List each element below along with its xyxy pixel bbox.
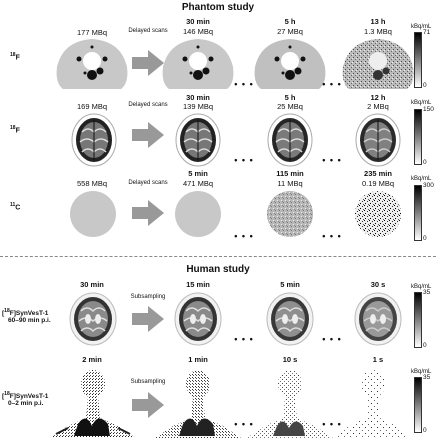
human-row2-initial-time: 2 min — [82, 355, 102, 364]
row3-colorbar-min: 0 — [423, 235, 427, 242]
human-row2-frame2-body-image — [247, 370, 333, 438]
human-row1-colorbar-max: 35 — [423, 289, 431, 296]
human-row2-frame3-body-image — [335, 370, 411, 438]
row1-frame3-activity: 1.3 MBq — [364, 27, 392, 36]
row1-colorbar-max: 71 — [423, 29, 431, 36]
row2-frame1-activity: 139 MBq — [182, 102, 214, 111]
row3-colorbar — [414, 185, 422, 241]
human-row2-ellipsis-2: • • • — [322, 419, 342, 429]
row2-arrow-label: Delayed scans — [128, 102, 168, 108]
row3-arrow-icon — [132, 200, 164, 226]
human-row1-initial-brain-image — [69, 292, 117, 346]
row1-arrow-label: Delayed scans — [128, 28, 168, 34]
human-row2-arrow-label: Subsampling — [130, 379, 166, 385]
section-divider — [0, 256, 436, 257]
human-row1-frame2-time: 5 min — [280, 280, 300, 289]
row3-frame3-noisy-image — [355, 191, 401, 237]
human-row1-frame3-brain-image — [354, 292, 402, 346]
row2-ellipsis-1: • • • — [234, 155, 254, 165]
row3-frame2-activity: 11 MBq — [277, 179, 303, 188]
row1-frame1-time: 30 min — [186, 17, 210, 26]
row2-initial-brain-image — [71, 113, 117, 167]
human-row1-initial-time: 30 min — [80, 280, 104, 289]
human-row2-colorbar-min: 0 — [423, 427, 427, 434]
row3-label: 11C — [10, 202, 21, 212]
human-row2-frame1-body-image — [155, 370, 241, 438]
human-row1-sublabel: 60–90 min p.i. — [8, 317, 51, 324]
human-row1-arrow-label: Subsampling — [130, 294, 166, 300]
row1-frame2-activity: 27 MBq — [277, 27, 303, 36]
row3-frame2-noisy-image — [267, 191, 313, 237]
row2-frame1-time: 30 min — [186, 93, 210, 102]
row2-ellipsis-2: • • • — [322, 155, 342, 165]
human-row1-arrow-icon — [132, 306, 164, 332]
row2-frame3-activity: 2 MBq — [367, 102, 389, 111]
row2-colorbar-min: 0 — [423, 159, 427, 166]
row3-frame1-activity: 471 MBq — [182, 179, 214, 188]
row2-frame2-time: 5 h — [284, 93, 296, 102]
row3-frame3-time: 235 min — [364, 169, 392, 178]
row2-frame3-brain-image — [355, 113, 401, 167]
row1-frame3-time: 13 h — [370, 17, 386, 26]
row3-ellipsis-2: • • • — [322, 231, 342, 241]
row1-frame2-phantom-image — [254, 39, 326, 89]
human-row2-colorbar-max: 35 — [423, 374, 431, 381]
row3-frame1-uniform-image — [175, 191, 221, 237]
phantom-study-title: Phantom study — [181, 2, 255, 13]
row2-label: 18F — [10, 125, 20, 135]
row2-frame3-time: 12 h — [370, 93, 386, 102]
human-row1-frame1-time: 15 min — [186, 280, 210, 289]
human-row2-colorbar-unit: kBq/mL — [411, 369, 432, 375]
row1-initial-activity: 177 MBq — [76, 28, 108, 37]
human-row1-colorbar — [414, 292, 422, 348]
row2-frame2-activity: 25 MBq — [277, 102, 303, 111]
human-row1-ellipsis-1: • • • — [234, 334, 254, 344]
row2-colorbar-unit: kBq/mL — [411, 100, 432, 106]
row2-colorbar-max: 150 — [423, 106, 434, 113]
human-study-title: Human study — [186, 264, 250, 275]
row1-frame3-phantom-image — [342, 39, 414, 89]
row2-arrow-icon — [132, 122, 164, 148]
row1-frame2-time: 5 h — [284, 17, 296, 26]
human-row2-frame2-time: 10 s — [282, 355, 298, 364]
row1-ellipsis-1: • • • — [234, 79, 254, 89]
human-row1-frame1-brain-image — [174, 292, 222, 346]
row1-label: 18F — [10, 52, 20, 62]
row3-arrow-label: Delayed scans — [128, 180, 168, 186]
row2-frame2-brain-image — [267, 113, 313, 167]
human-row2-arrow-icon — [132, 392, 164, 418]
row1-colorbar-unit: kBq/mL — [411, 24, 432, 30]
human-row1-frame3-time: 30 s — [370, 280, 386, 289]
row1-arrow-icon — [132, 50, 164, 76]
human-row2-label: [18F]SynVesT-1 — [2, 391, 49, 401]
row1-colorbar — [414, 32, 422, 88]
row3-frame1-time: 5 min — [188, 169, 208, 178]
row1-initial-phantom-image — [56, 39, 128, 89]
row2-frame1-brain-image — [175, 113, 221, 167]
human-row1-label: [18F]SynVesT-1 — [2, 308, 49, 318]
row3-colorbar-unit: kBq/mL — [411, 176, 432, 182]
human-row1-ellipsis-2: • • • — [322, 334, 342, 344]
human-row1-colorbar-unit: kBq/mL — [411, 284, 432, 290]
row2-colorbar — [414, 109, 422, 165]
row3-initial-uniform-image — [70, 191, 116, 237]
human-row2-frame3-time: 1 s — [372, 355, 384, 364]
human-row2-colorbar — [414, 377, 422, 433]
row1-colorbar-min: 0 — [423, 82, 427, 89]
human-row2-initial-body-image — [50, 370, 136, 438]
row3-frame3-activity: 0.19 MBq — [361, 179, 395, 188]
row1-ellipsis-2: • • • — [322, 79, 342, 89]
human-row2-frame1-time: 1 min — [188, 355, 208, 364]
row3-ellipsis-1: • • • — [234, 231, 254, 241]
human-row1-frame2-brain-image — [266, 292, 314, 346]
human-row2-ellipsis-1: • • • — [234, 419, 254, 429]
row2-initial-activity: 169 MBq — [76, 102, 108, 111]
row1-frame1-activity: 146 MBq — [182, 27, 214, 36]
row3-initial-activity: 558 MBq — [76, 179, 108, 188]
row3-colorbar-max: 300 — [423, 182, 434, 189]
human-row1-colorbar-min: 0 — [423, 342, 427, 349]
row3-frame2-time: 115 min — [276, 169, 304, 178]
row1-frame1-phantom-image — [162, 39, 234, 89]
human-row2-sublabel: 0–2 min p.i. — [8, 400, 44, 407]
